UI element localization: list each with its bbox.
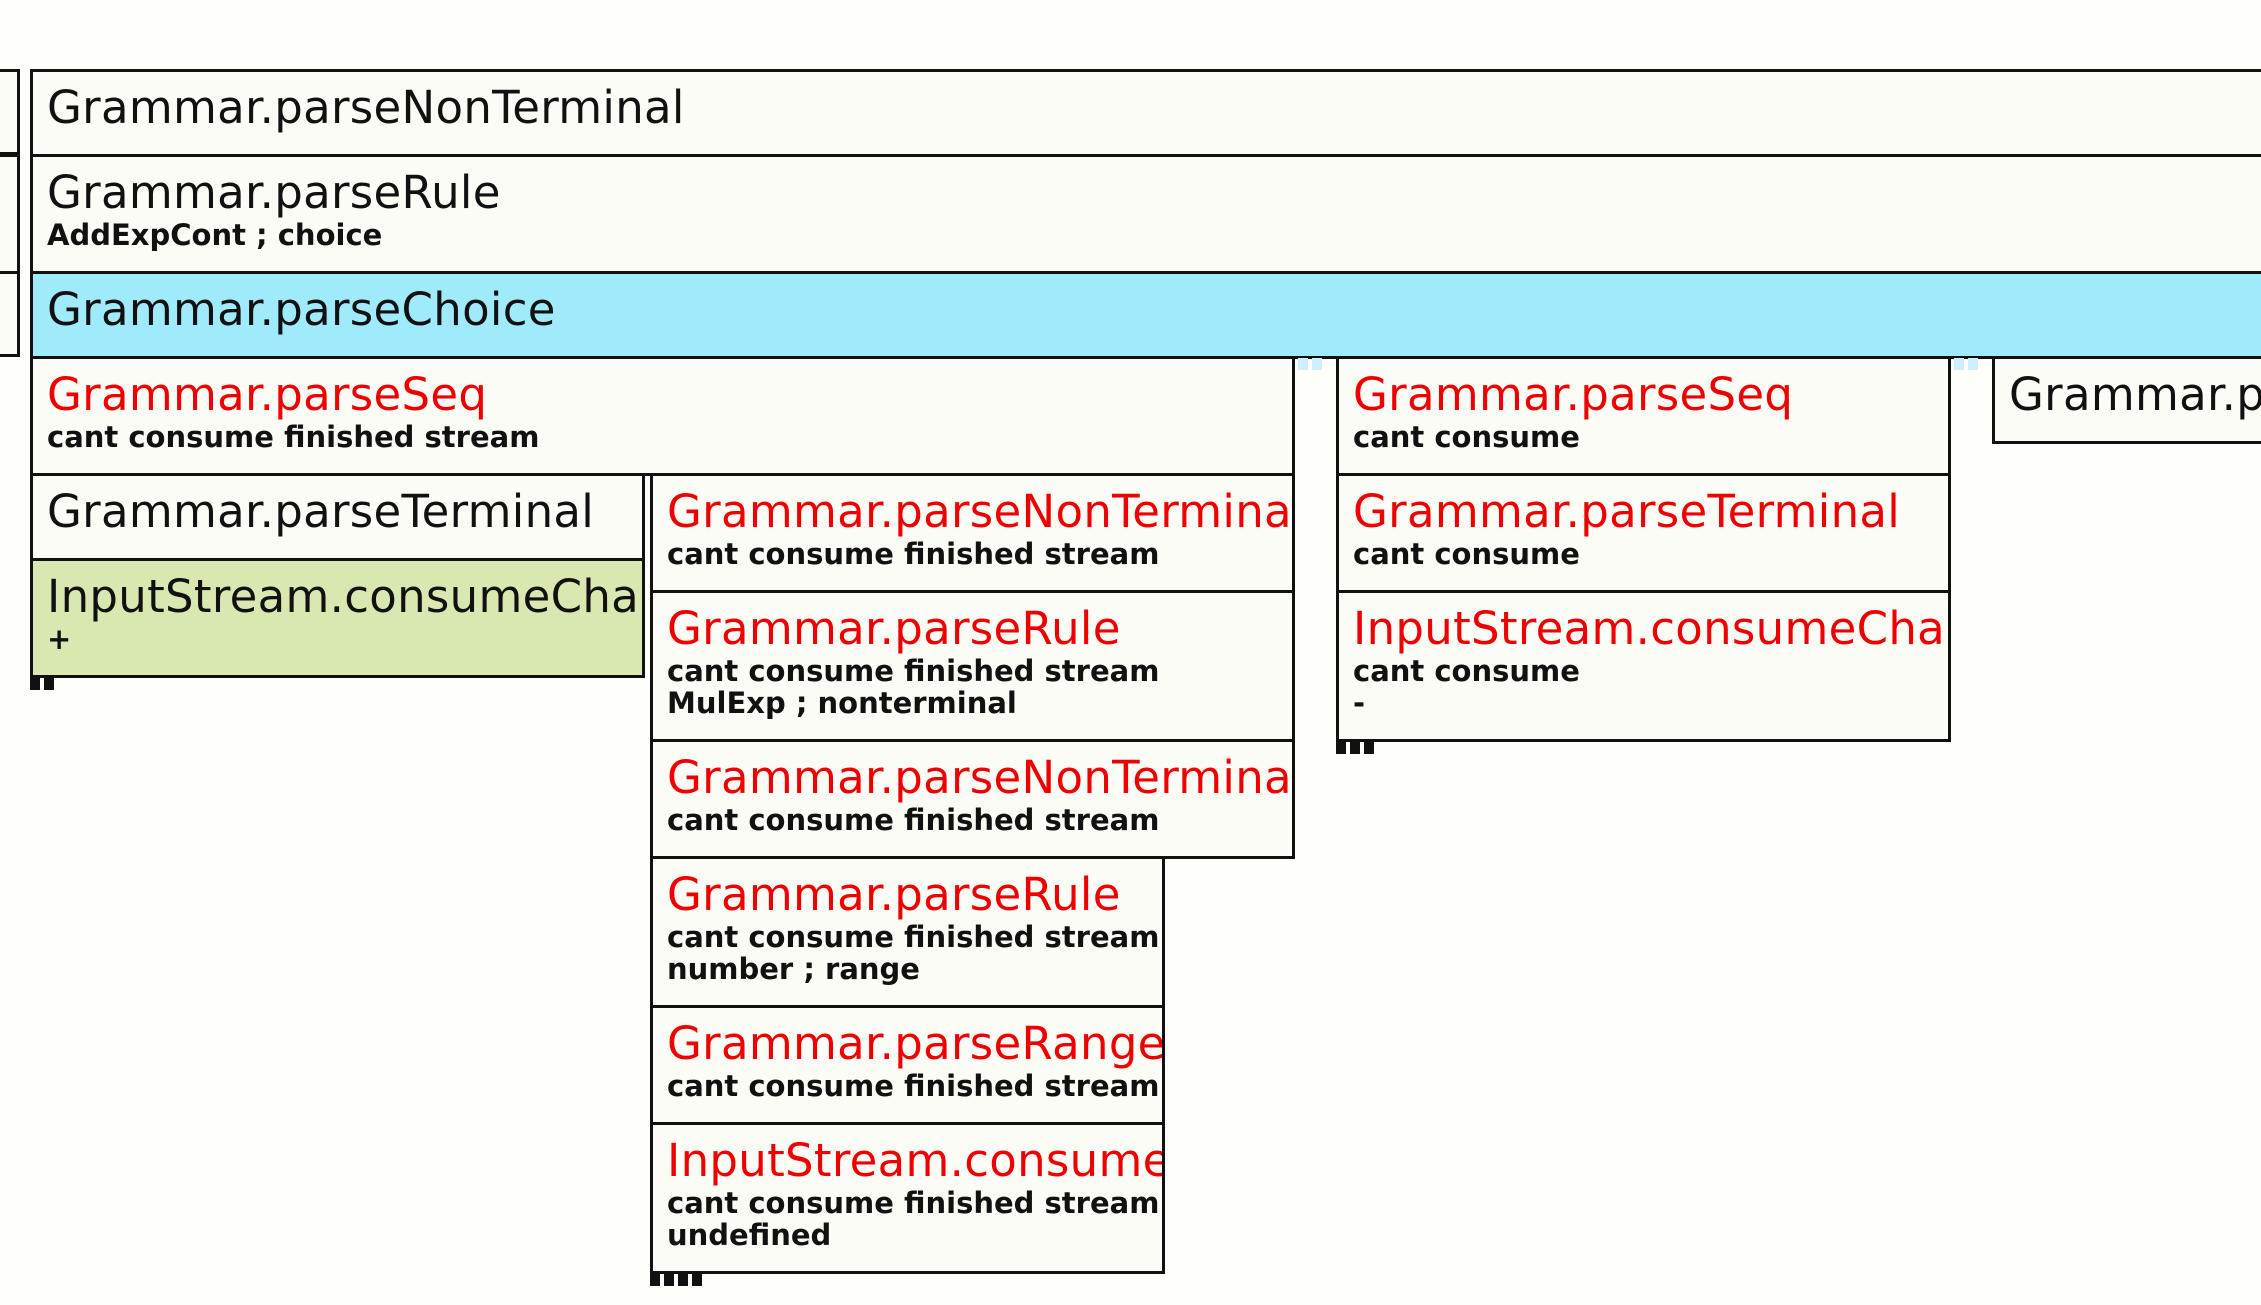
node-title: Grammar.parseChoice bbox=[47, 283, 556, 336]
collapsed-children-indicator[interactable] bbox=[650, 1274, 702, 1286]
node-title: Grammar.parseRule bbox=[667, 602, 1121, 655]
node-parse-nonterminal-2[interactable]: Grammar.parseNonTerminal cant consume fi… bbox=[650, 473, 1295, 593]
node-title: Grammar.parseSeq bbox=[47, 368, 488, 421]
node-title: InputStream.consumeChar bbox=[1353, 602, 1951, 655]
node-detail: cant consume finished stream bbox=[667, 654, 1160, 688]
node-detail: cant consume bbox=[1353, 654, 1580, 688]
node-consume-char-success[interactable]: InputStream.consumeChar + bbox=[30, 558, 645, 678]
node-detail: cant consume bbox=[1353, 537, 1580, 571]
connector-marker bbox=[1298, 358, 1322, 370]
node-title: Grammar.parseSeq bbox=[2009, 368, 2261, 421]
node-detail: cant consume finished stream bbox=[667, 803, 1160, 837]
node-parse-terminal-2[interactable]: Grammar.parseTerminal cant consume bbox=[1336, 473, 1951, 593]
collapsed-children-indicator[interactable] bbox=[1336, 742, 1374, 754]
node-title: Grammar.parseNonTerminal bbox=[667, 485, 1295, 538]
node-title: Grammar.parseSeq bbox=[1353, 368, 1794, 421]
node-detail: cant consume finished stream bbox=[667, 920, 1160, 954]
node-parse-rule-2[interactable]: Grammar.parseRule cant consume finished … bbox=[650, 590, 1295, 742]
node-detail-2: undefined bbox=[667, 1218, 832, 1252]
collapsed-children-indicator[interactable] bbox=[30, 678, 54, 690]
node-detail: AddExpCont ; choice bbox=[47, 218, 383, 252]
node-parse-choice-selected[interactable]: Grammar.parseChoice bbox=[30, 271, 2261, 359]
node-title: InputStream.consume bbox=[667, 1134, 1165, 1187]
node-title: Grammar.parseTerminal bbox=[1353, 485, 1901, 538]
node-parse-terminal-1[interactable]: Grammar.parseTerminal bbox=[30, 473, 645, 561]
node-title: Grammar.parseRange bbox=[667, 1017, 1165, 1070]
node-title: Grammar.parseNonTerminal bbox=[667, 751, 1295, 804]
connector-marker bbox=[1954, 358, 1978, 370]
node-parse-rule[interactable]: Grammar.parseRule AddExpCont ; choice bbox=[30, 154, 2261, 274]
node-parse-range[interactable]: Grammar.parseRange cant consume finished… bbox=[650, 1005, 1165, 1125]
node-detail-2: - bbox=[1353, 686, 1366, 720]
node-detail-2: number ; range bbox=[667, 952, 920, 986]
node-detail: cant consume bbox=[1353, 420, 1580, 454]
node-title: Grammar.parseRule bbox=[667, 868, 1121, 921]
cut-off-node-left-1[interactable]: 1 bbox=[0, 69, 20, 155]
node-title: InputStream.consumeChar bbox=[47, 570, 645, 623]
node-parse-seq-1[interactable]: Grammar.parseSeq cant consume finished s… bbox=[30, 356, 1295, 476]
node-title: Grammar.parseNonTerminal bbox=[47, 81, 685, 134]
node-parse-seq-2[interactable]: Grammar.parseSeq cant consume bbox=[1336, 356, 1951, 476]
node-parse-nonterminal[interactable]: Grammar.parseNonTerminal bbox=[30, 69, 2261, 157]
node-parse-rule-3[interactable]: Grammar.parseRule cant consume finished … bbox=[650, 856, 1165, 1008]
node-detail: cant consume finished stream bbox=[667, 1069, 1160, 1103]
node-input-stream-consume[interactable]: InputStream.consume cant consume finishe… bbox=[650, 1122, 1165, 1274]
node-title: 1 bbox=[0, 284, 3, 336]
node-parse-nonterminal-3[interactable]: Grammar.parseNonTerminal cant consume fi… bbox=[650, 739, 1295, 859]
node-title: Grammar.parseTerminal bbox=[47, 485, 595, 538]
node-detail: cant consume finished stream bbox=[47, 420, 540, 454]
cut-off-node-left-mid[interactable] bbox=[0, 154, 20, 274]
node-parse-seq-3-cutoff[interactable]: Grammar.parseSeq bbox=[1992, 356, 2261, 444]
node-consume-char-failed[interactable]: InputStream.consumeChar cant consume - bbox=[1336, 590, 1951, 742]
node-detail: cant consume finished stream bbox=[667, 1186, 1160, 1220]
node-detail-2: MulExp ; nonterminal bbox=[667, 686, 1017, 720]
cut-off-node-left-2[interactable]: 1 bbox=[0, 271, 20, 357]
node-title: Grammar.parseRule bbox=[47, 166, 501, 219]
node-title: 1 bbox=[0, 82, 3, 134]
node-detail: cant consume finished stream bbox=[667, 537, 1160, 571]
node-detail: + bbox=[47, 622, 72, 656]
